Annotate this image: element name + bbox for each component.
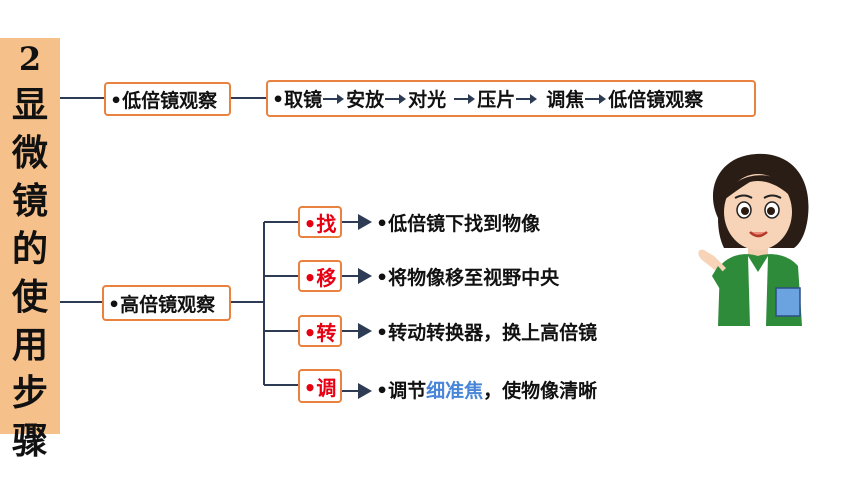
sidebar-panel [0,38,60,434]
teacher-illustration [698,153,809,326]
seq-arrow-1 [323,93,345,104]
step-text-adjust-after: ，使物像清晰 [483,380,598,402]
seq-arrow-3 [454,93,476,104]
seq-arrow-5 [585,93,607,104]
step-key-adjust: •调 [298,369,342,403]
section-number: 2 [18,40,42,78]
seq-step-3: 对光 [408,89,447,111]
seq-step-1: •取镜 [272,89,323,111]
low-magnification-label: •低倍镜观察 [110,89,218,112]
step-key-find: •找 [298,206,342,238]
step-key-adjust-label: •调 [303,375,337,400]
step-text-adjust-highlight: 细准焦 [426,380,484,402]
step-key-find-label: •找 [303,211,337,236]
low-sequence-box: •取镜 安放 对光 压片 调焦 低倍镜观察 [266,80,756,117]
high-magnification-label: •高倍镜观察 [108,293,216,316]
step-key-rotate-label: •转 [303,320,337,345]
step-text-move: •将物像移至视野中央 [376,267,560,289]
seq-step-5: 调焦 [546,89,585,111]
step-text-rotate: •转动转换器，换上高倍镜 [376,322,598,344]
step-text-adjust-before: •调节 [376,380,427,402]
high-magnification-box: •高倍镜观察 [102,285,231,321]
step-text-find: •低倍镜下找到物像 [376,213,541,235]
step-key-move: •移 [298,260,342,292]
seq-arrow-4 [516,93,538,104]
seq-arrow-2 [385,93,407,104]
section-title: 显 微 镜 的 使 用 步 骤 [11,85,48,462]
seq-step-6: 低倍镜观察 [608,89,704,111]
seq-step-4: 压片 [477,89,516,111]
step-key-move-label: •移 [303,265,337,290]
step-key-rotate: •转 [298,315,342,347]
low-magnification-box: •低倍镜观察 [104,82,231,116]
step-text-adjust: •调节细准焦，使物像清晰 [376,376,597,403]
seq-step-2: 安放 [346,89,385,111]
